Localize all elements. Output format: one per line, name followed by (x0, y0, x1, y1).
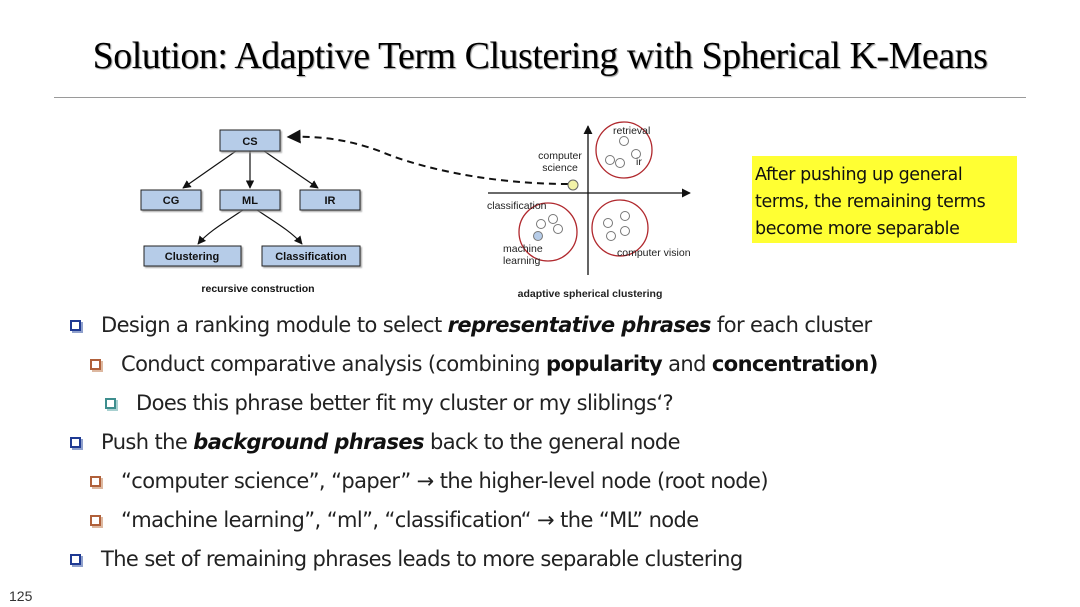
bullet-6: “machine learning”, “ml”, “classificatio… (90, 501, 699, 539)
tree-node-cg-label: CG (163, 195, 180, 207)
callout-line-2: terms, the remaining terms (755, 192, 986, 212)
label-computer-vision: computer vision (617, 247, 691, 259)
scatter-points (533, 136, 641, 241)
bullet-box-icon (105, 398, 116, 409)
bullet-box-icon (70, 554, 81, 565)
cluster-ring-ml (518, 202, 578, 262)
tree-node-ml-label: ML (242, 195, 258, 207)
callout-box: After pushing up general terms, the rema… (752, 156, 1017, 243)
label-machine: machine (503, 243, 543, 255)
label-computer: computer (538, 150, 582, 162)
label-ir: ir (636, 156, 642, 168)
figure: CS CG ML IR Clustering Classification re… (140, 121, 691, 300)
tree-node-ml: ML (219, 189, 281, 211)
tree-node-cg: CG (140, 189, 202, 211)
slide-title: Solution: Adaptive Term Clustering with … (92, 35, 988, 77)
callout-line-1: After pushing up general (755, 165, 963, 185)
bullet-3: Does this phrase better fit my cluster o… (105, 384, 674, 422)
push-up-dashed-arrow (286, 129, 569, 185)
tree-node-ir: IR (299, 189, 361, 211)
tree-node-classification: Classification (261, 245, 361, 267)
tree-caption: recursive construction (201, 283, 314, 295)
tree-node-cs: CS (219, 129, 281, 152)
tree-node-cs-label: CS (242, 136, 257, 148)
cluster-ring-cv (591, 199, 649, 257)
tree-node-clustering-label: Clustering (165, 251, 219, 263)
tree-edges (182, 150, 319, 245)
bullet-box-icon (70, 320, 81, 331)
bullet-7: The set of remaining phrases leads to mo… (70, 540, 743, 578)
label-science: science (542, 162, 578, 174)
scatter-caption: adaptive spherical clustering (518, 288, 663, 300)
general-point (567, 179, 579, 191)
bullet-box-icon (90, 515, 101, 526)
tree-node-classification-label: Classification (275, 251, 347, 263)
bullet-box-icon (90, 359, 101, 370)
label-classification: classification (487, 200, 547, 212)
bullet-box-icon (90, 476, 101, 487)
title-divider (54, 97, 1026, 98)
bullet-4: Push the background phrases back to the … (70, 423, 681, 461)
cluster-rings (518, 121, 653, 262)
callout-line-3: become more separable (755, 219, 960, 239)
page-number: 125 (9, 588, 33, 604)
label-learning: learning (503, 255, 541, 267)
label-retrieval: retrieval (613, 125, 650, 137)
tree-node-clustering: Clustering (143, 245, 242, 267)
scatter-axes (488, 125, 691, 275)
bullet-5: “computer science”, “paper” → the higher… (90, 462, 769, 500)
tree-node-ir-label: IR (325, 195, 336, 207)
bullet-box-icon (70, 437, 81, 448)
bullet-2: Conduct comparative analysis (combining … (90, 345, 878, 383)
cluster-ring-ir (595, 121, 653, 179)
bullet-1: Design a ranking module to select repres… (70, 306, 872, 344)
